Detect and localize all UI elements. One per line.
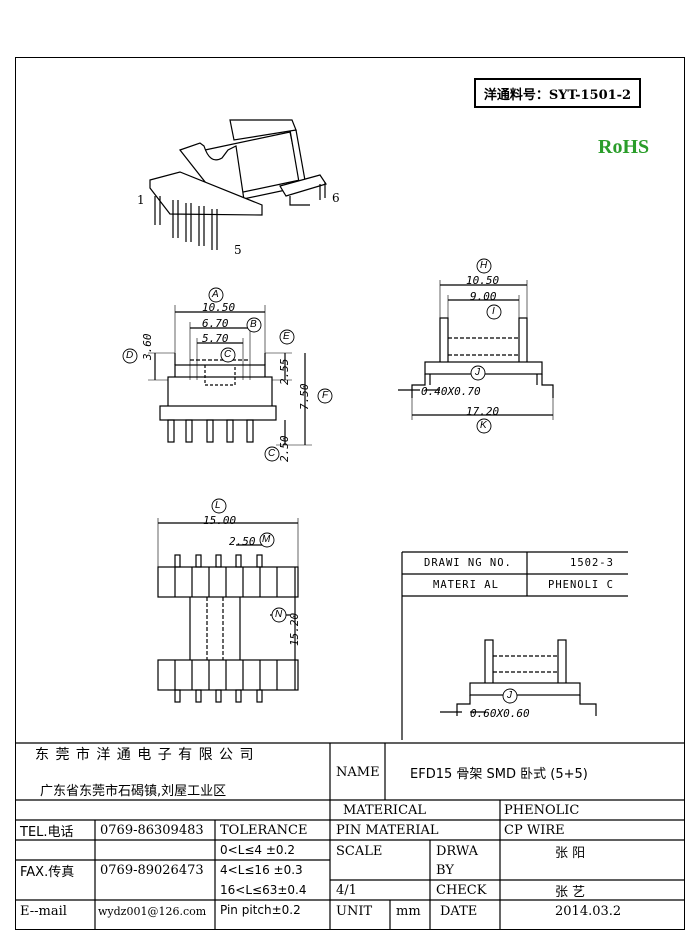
marker-m: M (262, 534, 271, 545)
detail-frame (401, 551, 628, 740)
drawn-by-label-1: DRWA (436, 843, 479, 859)
marker-d: D (126, 350, 134, 361)
marker-i: I (492, 306, 495, 317)
tolerance-row-2: 4<L≤16 ±0.3 (220, 863, 303, 877)
check-label: CHECK (436, 882, 487, 898)
pin-label-1: 1 (137, 193, 145, 207)
isometric-view (149, 119, 327, 250)
tel-value: 0769-86309483 (100, 822, 204, 838)
marker-b: B (250, 319, 257, 330)
tel-label: TEL.电话 (20, 824, 74, 840)
company-name: 东 莞 市 洋 通 电 子 有 限 公 司 (35, 747, 255, 763)
pin-label-6: 6 (332, 191, 340, 205)
pin-material-value: CP WIRE (504, 822, 565, 838)
drawing-no-value: 1502-3 (570, 557, 614, 569)
bottom-view (157, 518, 299, 703)
marker-k: K (480, 420, 487, 431)
marker-l: L (215, 500, 221, 511)
marker-c: C (224, 349, 232, 360)
drawn-by-value: 张 阳 (555, 845, 586, 861)
dim-l-value: 15.00 (203, 514, 237, 527)
email-label: E--mail (20, 903, 67, 919)
check-value: 张 艺 (555, 884, 586, 900)
marker-j2: J (507, 690, 512, 701)
drawing-sheet (15, 57, 685, 930)
dim-m-value: 2.50 (229, 535, 256, 548)
marker-h: H (480, 260, 488, 271)
marker-f: F (322, 390, 329, 401)
marker-j: J (475, 367, 480, 378)
dim-k-value: 17.20 (466, 405, 500, 418)
marker-e: E (283, 331, 290, 342)
materical-label: MATERICAL (343, 802, 427, 818)
inner-material-value: PHENOLI C (548, 579, 614, 591)
marker-c2: C (268, 448, 276, 459)
part-number-box: 洋通料号：SYT-1501-2 (474, 78, 641, 108)
scale-value: 4/1 (336, 882, 357, 898)
marker-n: N (275, 609, 283, 620)
rohs-mark: RoHS (598, 136, 650, 158)
fax-value: 0769-89026473 (100, 862, 204, 878)
dim-a-value: 10.50 (202, 301, 236, 314)
marker-a: A (212, 289, 219, 300)
name-value: EFD15 骨架 SMD 卧式 (5+5) (410, 766, 588, 782)
name-label: NAME (336, 764, 380, 780)
drawn-by-label-2: BY (436, 862, 454, 878)
tolerance-row-3: 16<L≤63±0.4 (220, 883, 307, 897)
front-view (148, 305, 312, 446)
scale-label: SCALE (336, 843, 383, 859)
tolerance-row-4: Pin pitch±0.2 (220, 903, 301, 917)
email-value[interactable]: wydz001@126.com (98, 904, 207, 918)
tolerance-label: TOLERANCE (220, 822, 308, 838)
tolerance-row-1: 0<L≤4 ±0.2 (220, 843, 296, 857)
unit-value: mm (396, 903, 421, 919)
fax-label: FAX.传真 (20, 864, 75, 880)
pin-label-5: 5 (234, 243, 242, 257)
dim-h-value: 10.50 (466, 274, 500, 287)
dim-b-value: 6.70 (202, 317, 229, 330)
dim-i-value: 9.00 (470, 290, 497, 303)
drawing-no-label: DRAWI NG NO. (424, 557, 512, 569)
date-label: DATE (440, 903, 478, 919)
side-view (398, 280, 554, 420)
company-address: 广东省东莞市石碣镇,刘屋工业区 (40, 783, 227, 799)
materical-value: PHENOLIC (504, 802, 580, 818)
pin-material-label: PIN MATERIAL (336, 822, 439, 838)
dim-j2-value: 0.60X0.60 (470, 707, 530, 720)
dim-j-value: 0.40X0.70 (421, 385, 481, 398)
inner-material-label: MATERI AL (433, 579, 499, 591)
dim-c-value: 5.70 (202, 332, 229, 345)
unit-label: UNIT (336, 903, 373, 919)
date-value: 2014.03.2 (555, 903, 622, 919)
